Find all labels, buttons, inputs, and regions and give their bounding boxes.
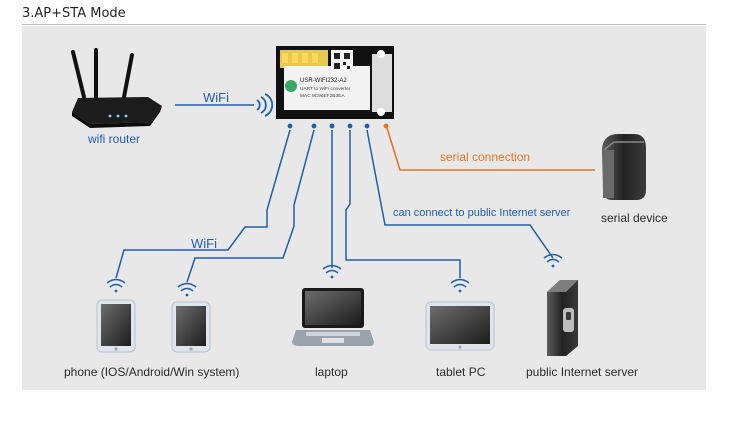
- public-server-link-label: can connect to public Internet server: [393, 207, 571, 219]
- phone-label: phone (IOS/Android/Win system): [64, 365, 240, 379]
- server-icon: [547, 280, 578, 356]
- wifi-link-arrow: [175, 93, 274, 117]
- wifi-label-left: WiFi: [191, 236, 217, 251]
- tablet-icon: [425, 301, 495, 351]
- module-line-1: USR-WIFI232-A2: [300, 78, 347, 84]
- wifi-signal-icon: [106, 253, 563, 297]
- serial-device-icon: [602, 134, 646, 200]
- wifi-label-top: WiFi: [203, 90, 229, 105]
- phone-icon: [96, 299, 136, 353]
- module-line-2: UART to WiFi converter: [300, 86, 351, 92]
- wifi-link-lines: [115, 129, 554, 283]
- serial-link-line: [386, 127, 595, 171]
- laptop-icon: [292, 288, 374, 346]
- serial-device-label: serial device: [601, 211, 668, 225]
- tablet-label: tablet PC: [436, 365, 486, 379]
- wifi-module-icon: USR-WIFI232-A2 UART to WiFi converter MA…: [276, 46, 394, 129]
- title-divider: [22, 24, 706, 25]
- module-line-3: MAC 9C96EF2B3EA: [300, 93, 345, 99]
- laptop-label: laptop: [315, 365, 348, 379]
- router-icon: [71, 48, 162, 128]
- page-title: 3.AP+STA Mode: [22, 6, 126, 21]
- serial-connection-label: serial connection: [440, 150, 531, 164]
- phone-icon: [171, 301, 211, 353]
- public-server-label: public Internet server: [526, 365, 639, 379]
- wifi-router-label: wifi router: [88, 132, 141, 146]
